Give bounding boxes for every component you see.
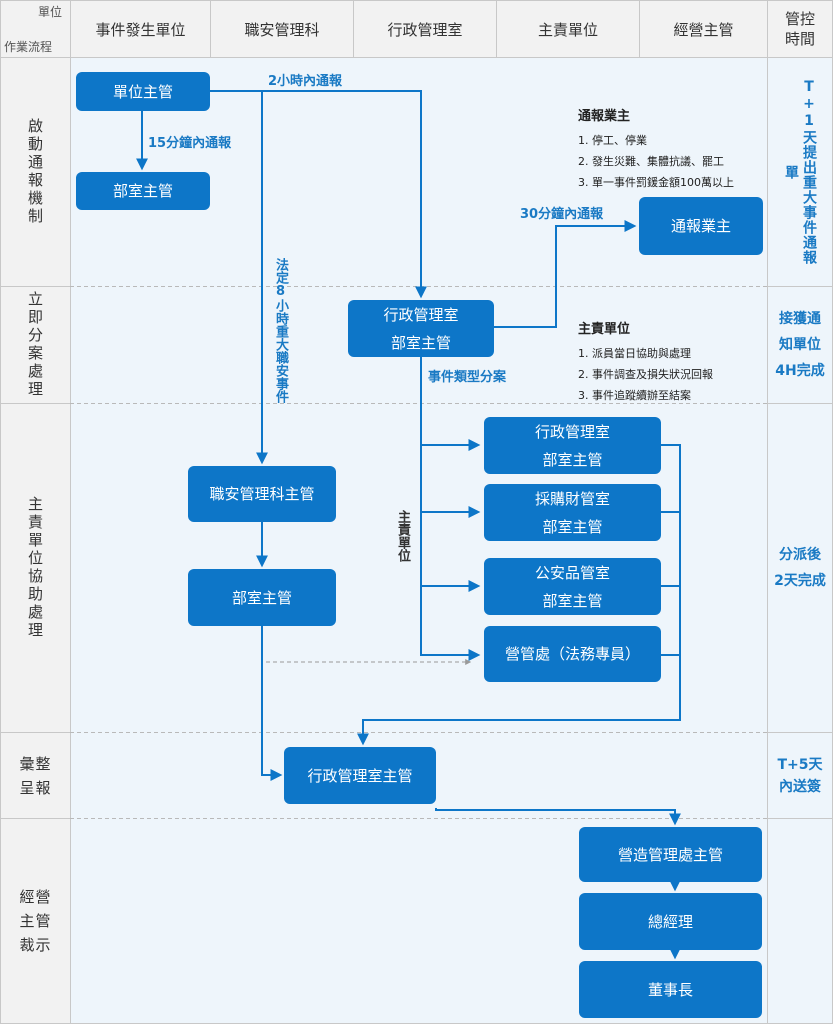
control-time-lane-1: T+1天提出重大事件通報單 (783, 79, 817, 265)
node-legal[interactable]: 營管處（法務專員） (484, 626, 661, 682)
control-time-lane-3: 分派後 2天完成 (774, 547, 826, 589)
arrow-30m (494, 220, 637, 328)
lane-label-assist: 主責單位協助處理 (1, 404, 70, 732)
lane-label-start-notify: 啟動通報機制 (1, 58, 70, 286)
note-resp-item: 1. 派員當日協助與處理 (578, 347, 691, 360)
note-resp-item: 3. 事件追蹤續辦至結案 (578, 389, 691, 402)
arrow-summary-to-construction (435, 808, 681, 826)
column-header-responsible: 主責單位 (497, 1, 639, 57)
label-notify-15m: 15分鐘內通報 (148, 136, 232, 151)
control-time-lane-2: 接獲通 知單位 4H完成 (775, 311, 825, 379)
node-unit-head[interactable]: 單位主管 (76, 72, 210, 111)
column-header-management: 經營主管 (640, 1, 767, 57)
node-public-safety[interactable]: 公安品管室部室主管 (484, 558, 661, 615)
label-legal-8h: 法定8小時重大職安事件 (273, 258, 288, 403)
column-header-safety: 職安管理科 (211, 1, 353, 57)
node-chairman[interactable]: 董事長 (579, 961, 762, 1018)
node-construction-head[interactable]: 營造管理處主管 (579, 827, 762, 882)
arrow-classify-trunk (420, 357, 481, 661)
arrow-2h-admin (210, 90, 427, 299)
control-time-lane-4: T+5天 內送簽 (777, 756, 823, 795)
header-corner-flow: 作業流程 (4, 40, 53, 54)
note-owner-item: 1. 停工、停業 (578, 134, 647, 147)
label-notify-30m: 30分鐘內通報 (520, 207, 604, 222)
header-corner-unit: 單位 (38, 5, 63, 19)
label-notify-2h: 2小時內通報 (268, 74, 343, 89)
node-gm[interactable]: 總經理 (579, 893, 762, 950)
note-owner: 通報業主 1. 停工、停業 2. 發生災難、集體抗議、罷工 3. 單一事件罰鍰金… (578, 106, 734, 193)
note-owner-title: 通報業主 (578, 109, 631, 124)
note-owner-item: 3. 單一事件罰鍰金額100萬以上 (578, 176, 734, 189)
label-responsible: 主責單位 (395, 510, 410, 562)
lane-label-assign: 立即分案處理 (1, 287, 70, 403)
header-corner (1, 1, 70, 57)
node-admin-dept[interactable]: 行政管理室部室主管 (348, 300, 494, 357)
arrow-resp-merge (357, 444, 681, 746)
note-resp-item: 2. 事件調查及損失狀況回報 (578, 368, 713, 381)
lane-label-report: 彙整 呈報 (1, 733, 70, 818)
node-admin-summary[interactable]: 行政管理室主管 (284, 747, 436, 804)
note-responsible: 主責單位 1. 派員當日協助與處理 2. 事件調查及損失狀況回報 3. 事件追蹤… (578, 319, 713, 406)
column-header-incident-unit: 事件發生單位 (71, 1, 210, 57)
column-header-control-time: 管控 時間 (768, 1, 832, 57)
note-resp-title: 主責單位 (578, 322, 631, 337)
node-procurement[interactable]: 採購財管室部室主管 (484, 484, 661, 541)
arrow-dept-to-summary (261, 626, 283, 781)
lane-label-decision: 經營 主管 裁示 (1, 819, 70, 1023)
node-notify-owner[interactable]: 通報業主 (639, 197, 763, 255)
node-safety-head[interactable]: 職安管理科主管 (188, 466, 336, 522)
node-dept-head-1[interactable]: 部室主管 (76, 172, 210, 210)
node-dept-head-2[interactable]: 部室主管 (188, 569, 336, 626)
column-header-admin: 行政管理室 (354, 1, 496, 57)
node-admin-office[interactable]: 行政管理室部室主管 (484, 417, 661, 474)
label-classify: 事件類型分案 (428, 370, 507, 385)
note-owner-item: 2. 發生災難、集體抗議、罷工 (578, 155, 724, 168)
